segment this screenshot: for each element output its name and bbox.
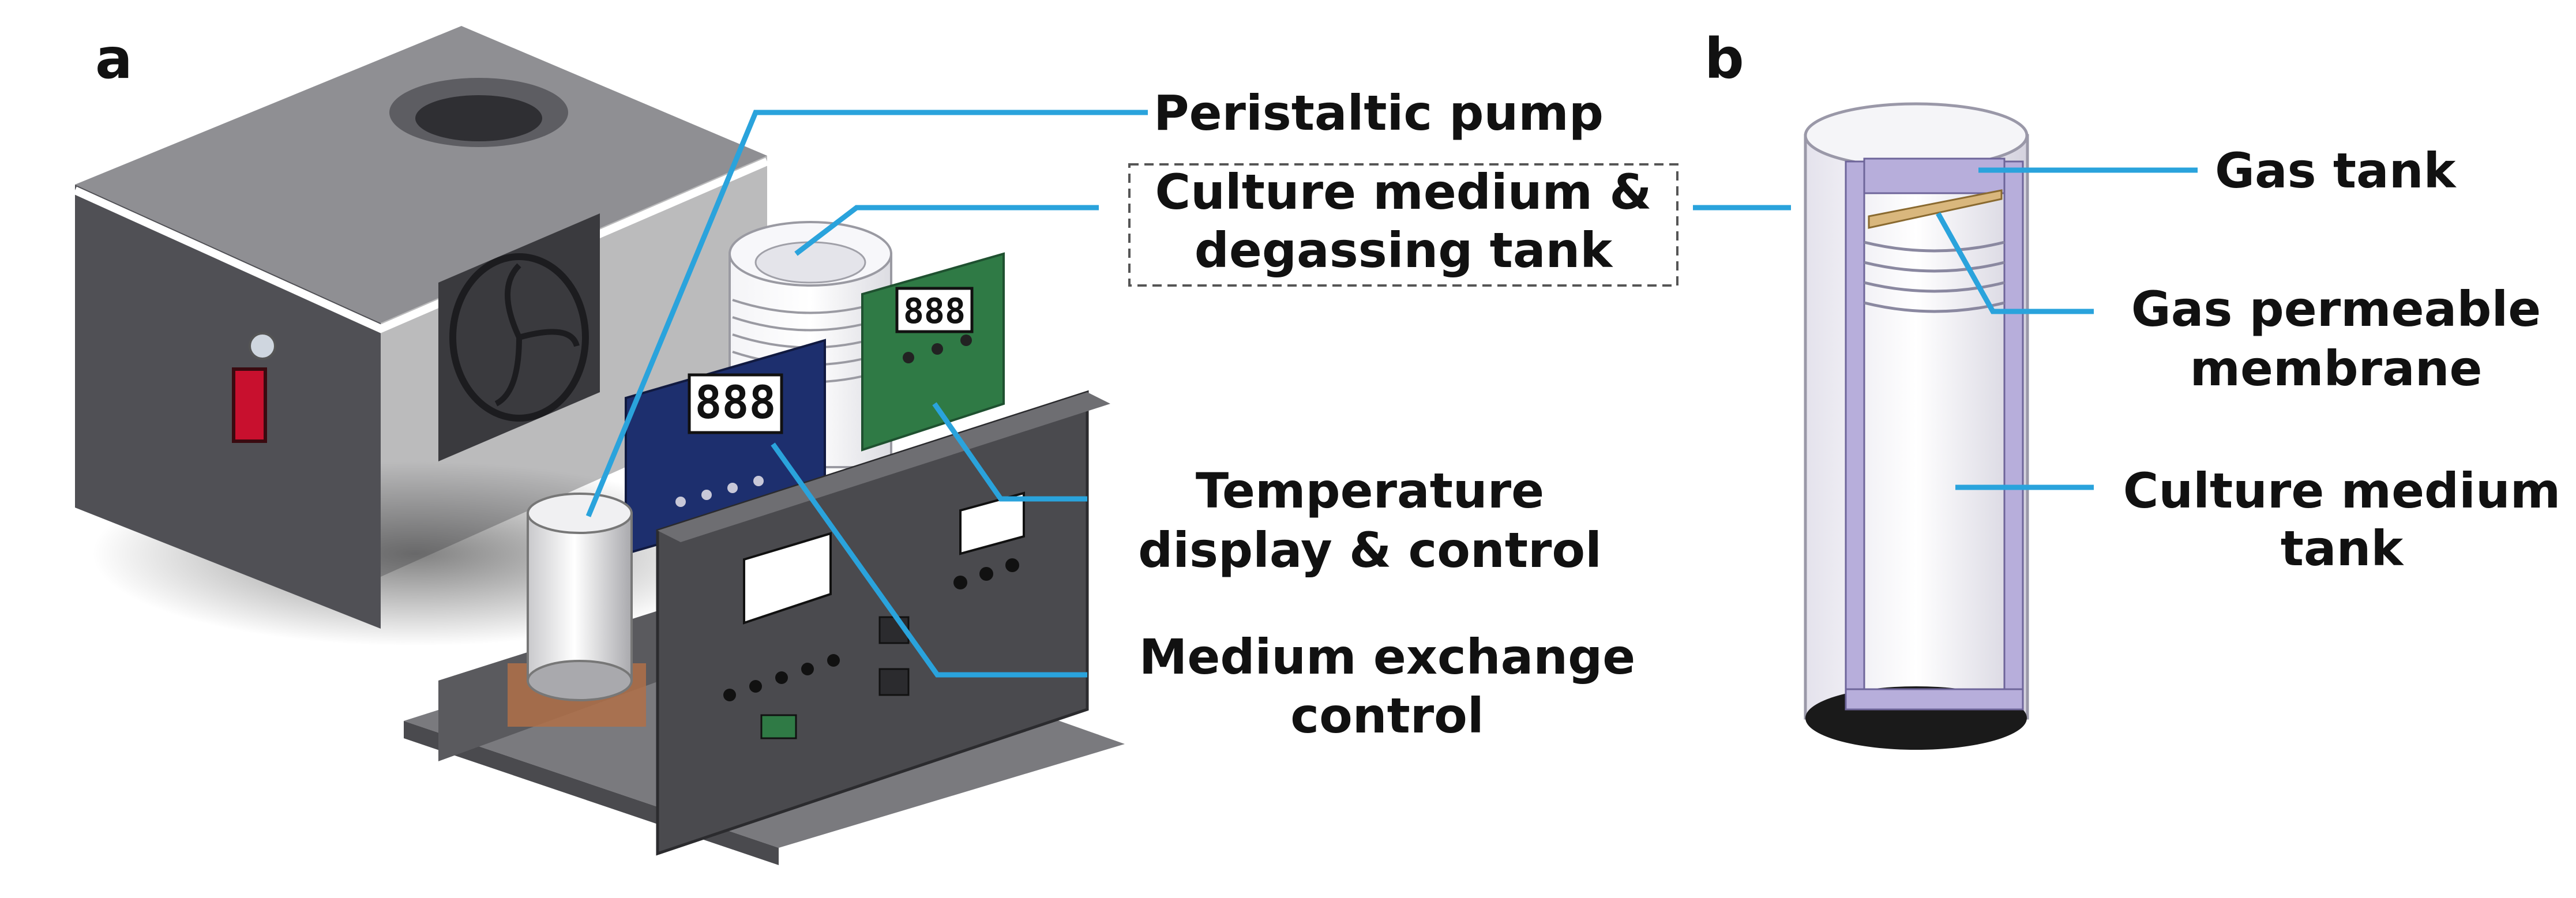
switch-rocker: [232, 367, 267, 443]
front-window-left: [743, 532, 832, 625]
usb-port: [760, 714, 797, 739]
front-panel: [656, 390, 1110, 856]
label-box-degassing-tank: [1128, 163, 1678, 287]
label-membrane-line1: Gas permeable: [2131, 281, 2541, 337]
leader-lines-b: [1936, 167, 2198, 490]
label-medium-tank-line2: tank: [2281, 520, 2405, 577]
tube-wall-left: [1845, 160, 1865, 711]
label-membrane-line2: membrane: [2190, 340, 2482, 397]
leader-pump: [585, 110, 1148, 517]
temperature-display-digits: 888: [695, 377, 776, 429]
gas-permeable-membrane: [1868, 189, 2003, 229]
fan: [438, 213, 600, 461]
label-temperature-line1: Temperature: [1196, 463, 1544, 519]
leader-degassing-tank: [794, 205, 1099, 256]
thread-rings: [1864, 241, 2005, 313]
power-switch: [232, 332, 276, 443]
label-temperature-line2: display & control: [1138, 522, 1602, 578]
exchange-display: [895, 287, 974, 333]
temperature-display: [688, 373, 783, 434]
tube-wall-right: [2003, 160, 2024, 711]
leader-lines-a: [585, 110, 1148, 678]
panel-letter-a: a: [95, 27, 133, 91]
label-medium-tank-line1: Culture medium: [2123, 463, 2561, 519]
panel-b: b: [1693, 27, 2560, 750]
exchange-display-digits: 888: [903, 291, 966, 332]
panel-letter-b: b: [1704, 27, 1744, 91]
label-exchange-line2: control: [1290, 687, 1484, 744]
power-indicator-icon: [249, 332, 276, 360]
leader-temperature: [932, 402, 1087, 502]
label-degassing-tank-line1: Culture medium &: [1155, 164, 1651, 220]
leader-exchange: [771, 442, 1087, 678]
leader-membrane: [1936, 212, 2094, 314]
label-degassing-tank-line2: degassing tank: [1195, 222, 1614, 279]
label-exchange-line1: Medium exchange: [1139, 629, 1635, 685]
label-peristaltic-pump: Peristaltic pump: [1154, 85, 1604, 141]
medium-exchange-board: 888: [861, 252, 1005, 452]
panel-a: a: [73, 26, 1678, 865]
peristaltic-pump: [527, 493, 633, 701]
gas-tank-cap: [1863, 157, 2006, 194]
culture-tube-cutaway: [1804, 102, 2029, 750]
label-gas-tank: Gas tank: [2215, 142, 2457, 199]
